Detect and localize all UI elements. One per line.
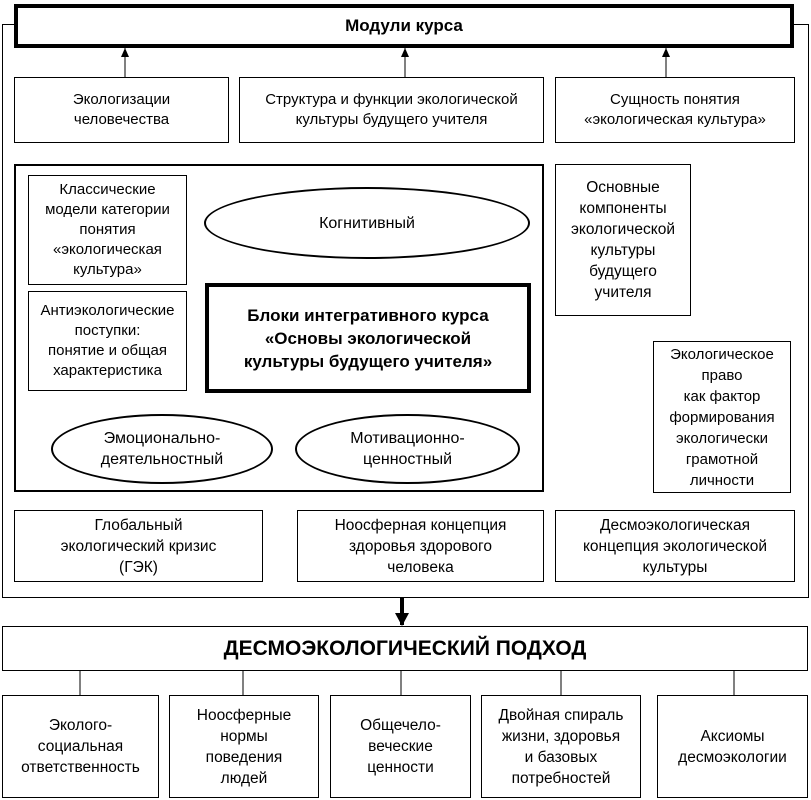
approach-item-double-spiral: Двойная спираль жизни, здоровья и базовы… — [481, 695, 641, 798]
bottom-box-desmoecological-concept: Десмоэкологическая концепция экологическ… — [555, 510, 795, 582]
approach-item-noosphere-norms: Ноосферные нормы поведения людей — [169, 695, 319, 798]
top-box-ecologization: Экологизации человечества — [14, 77, 229, 143]
bottom-box-noosphere-concept: Ноосферная концепция здоровья здорового … — [297, 510, 544, 582]
left-box-classic-models: Классические модели категории понятия «э… — [28, 175, 187, 285]
approach-title: ДЕСМОЭКОЛОГИЧЕСКИЙ ПОДХОД — [2, 626, 808, 671]
ellipse-cognitive: Когнитивный — [204, 187, 530, 259]
approach-item-responsibility: Эколого- социальная ответственность — [2, 695, 159, 798]
center-blocks-title: Блоки интегративного курса «Основы эколо… — [205, 283, 531, 393]
top-box-essence-concept: Сущность понятия «экологическая культура… — [555, 77, 795, 143]
bottom-box-global-crisis: Глобальный экологический кризис (ГЭК) — [14, 510, 263, 582]
ellipse-emotional-activity: Эмоционально- деятельностный — [51, 414, 273, 484]
ellipse-motivational-value: Мотивационно- ценностный — [295, 414, 520, 484]
top-box-structure-functions: Структура и функции экологической культу… — [239, 77, 544, 143]
approach-item-axioms: Аксиомы десмоэкологии — [657, 695, 808, 798]
right-box-main-components: Основные компоненты экологической культу… — [555, 164, 691, 316]
approach-item-universal-values: Общечело- веческие ценности — [330, 695, 471, 798]
left-box-anti-ecological: Антиэкологические поступки: понятие и об… — [28, 291, 187, 391]
modules-title: Модули курса — [14, 4, 794, 48]
right-box-ecological-law: Экологическое право как фактор формирова… — [653, 341, 791, 493]
